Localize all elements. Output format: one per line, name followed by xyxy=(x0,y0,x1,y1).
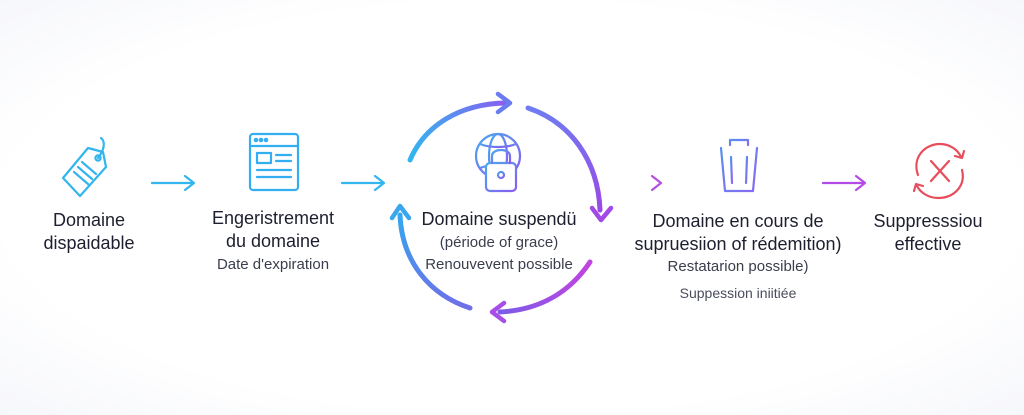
step-4-title-line-2: supruesiion of rédemition) xyxy=(634,234,842,254)
arrow-right-2 xyxy=(340,174,386,192)
step-4-title-line-1: Domaine en cours de xyxy=(652,211,824,231)
browser-window-icon xyxy=(248,132,300,192)
price-tag-icon xyxy=(61,136,108,198)
step-2-title: Engeristrement du domaine xyxy=(212,207,334,253)
cycle-arrowheads xyxy=(389,91,614,324)
step-2-note-1: Date d'expiration xyxy=(216,256,330,273)
step-3-note-1: (période of grace) xyxy=(439,234,559,251)
step-5-title-line-2: effective xyxy=(894,234,962,254)
step-1-title-line-2: dispaidable xyxy=(43,233,135,253)
step-1-title-line-1: Domaine xyxy=(52,210,126,230)
step-2-title-line-1: Engeristrement xyxy=(211,208,335,228)
renewal-cycle-arrows xyxy=(397,100,603,315)
arrow-right-4 xyxy=(821,174,867,192)
step-5-title: Suppresssiou effective xyxy=(873,210,982,256)
step-5-title-line-1: Suppresssiou xyxy=(873,211,983,231)
arrow-right-3 xyxy=(618,174,663,192)
step-3-note-2: Renouvevent possible xyxy=(425,256,573,273)
globe-lock-icon xyxy=(474,132,522,193)
step-4-note-2: Suppession iniitiée xyxy=(679,285,797,301)
step-2-title-line-2: du domaine xyxy=(225,231,321,251)
step-4-note-1: Restatarion possible) xyxy=(667,258,809,275)
step-1-title: Domaine dispaidable xyxy=(43,209,134,255)
cancel-cycle-icon xyxy=(912,142,966,200)
arrow-right-1 xyxy=(150,174,196,192)
trash-bin-icon xyxy=(715,138,763,193)
step-3-title: Domaine suspendü xyxy=(421,209,577,229)
step-4-title: Domaine en cours de supruesiion of rédem… xyxy=(634,210,841,256)
